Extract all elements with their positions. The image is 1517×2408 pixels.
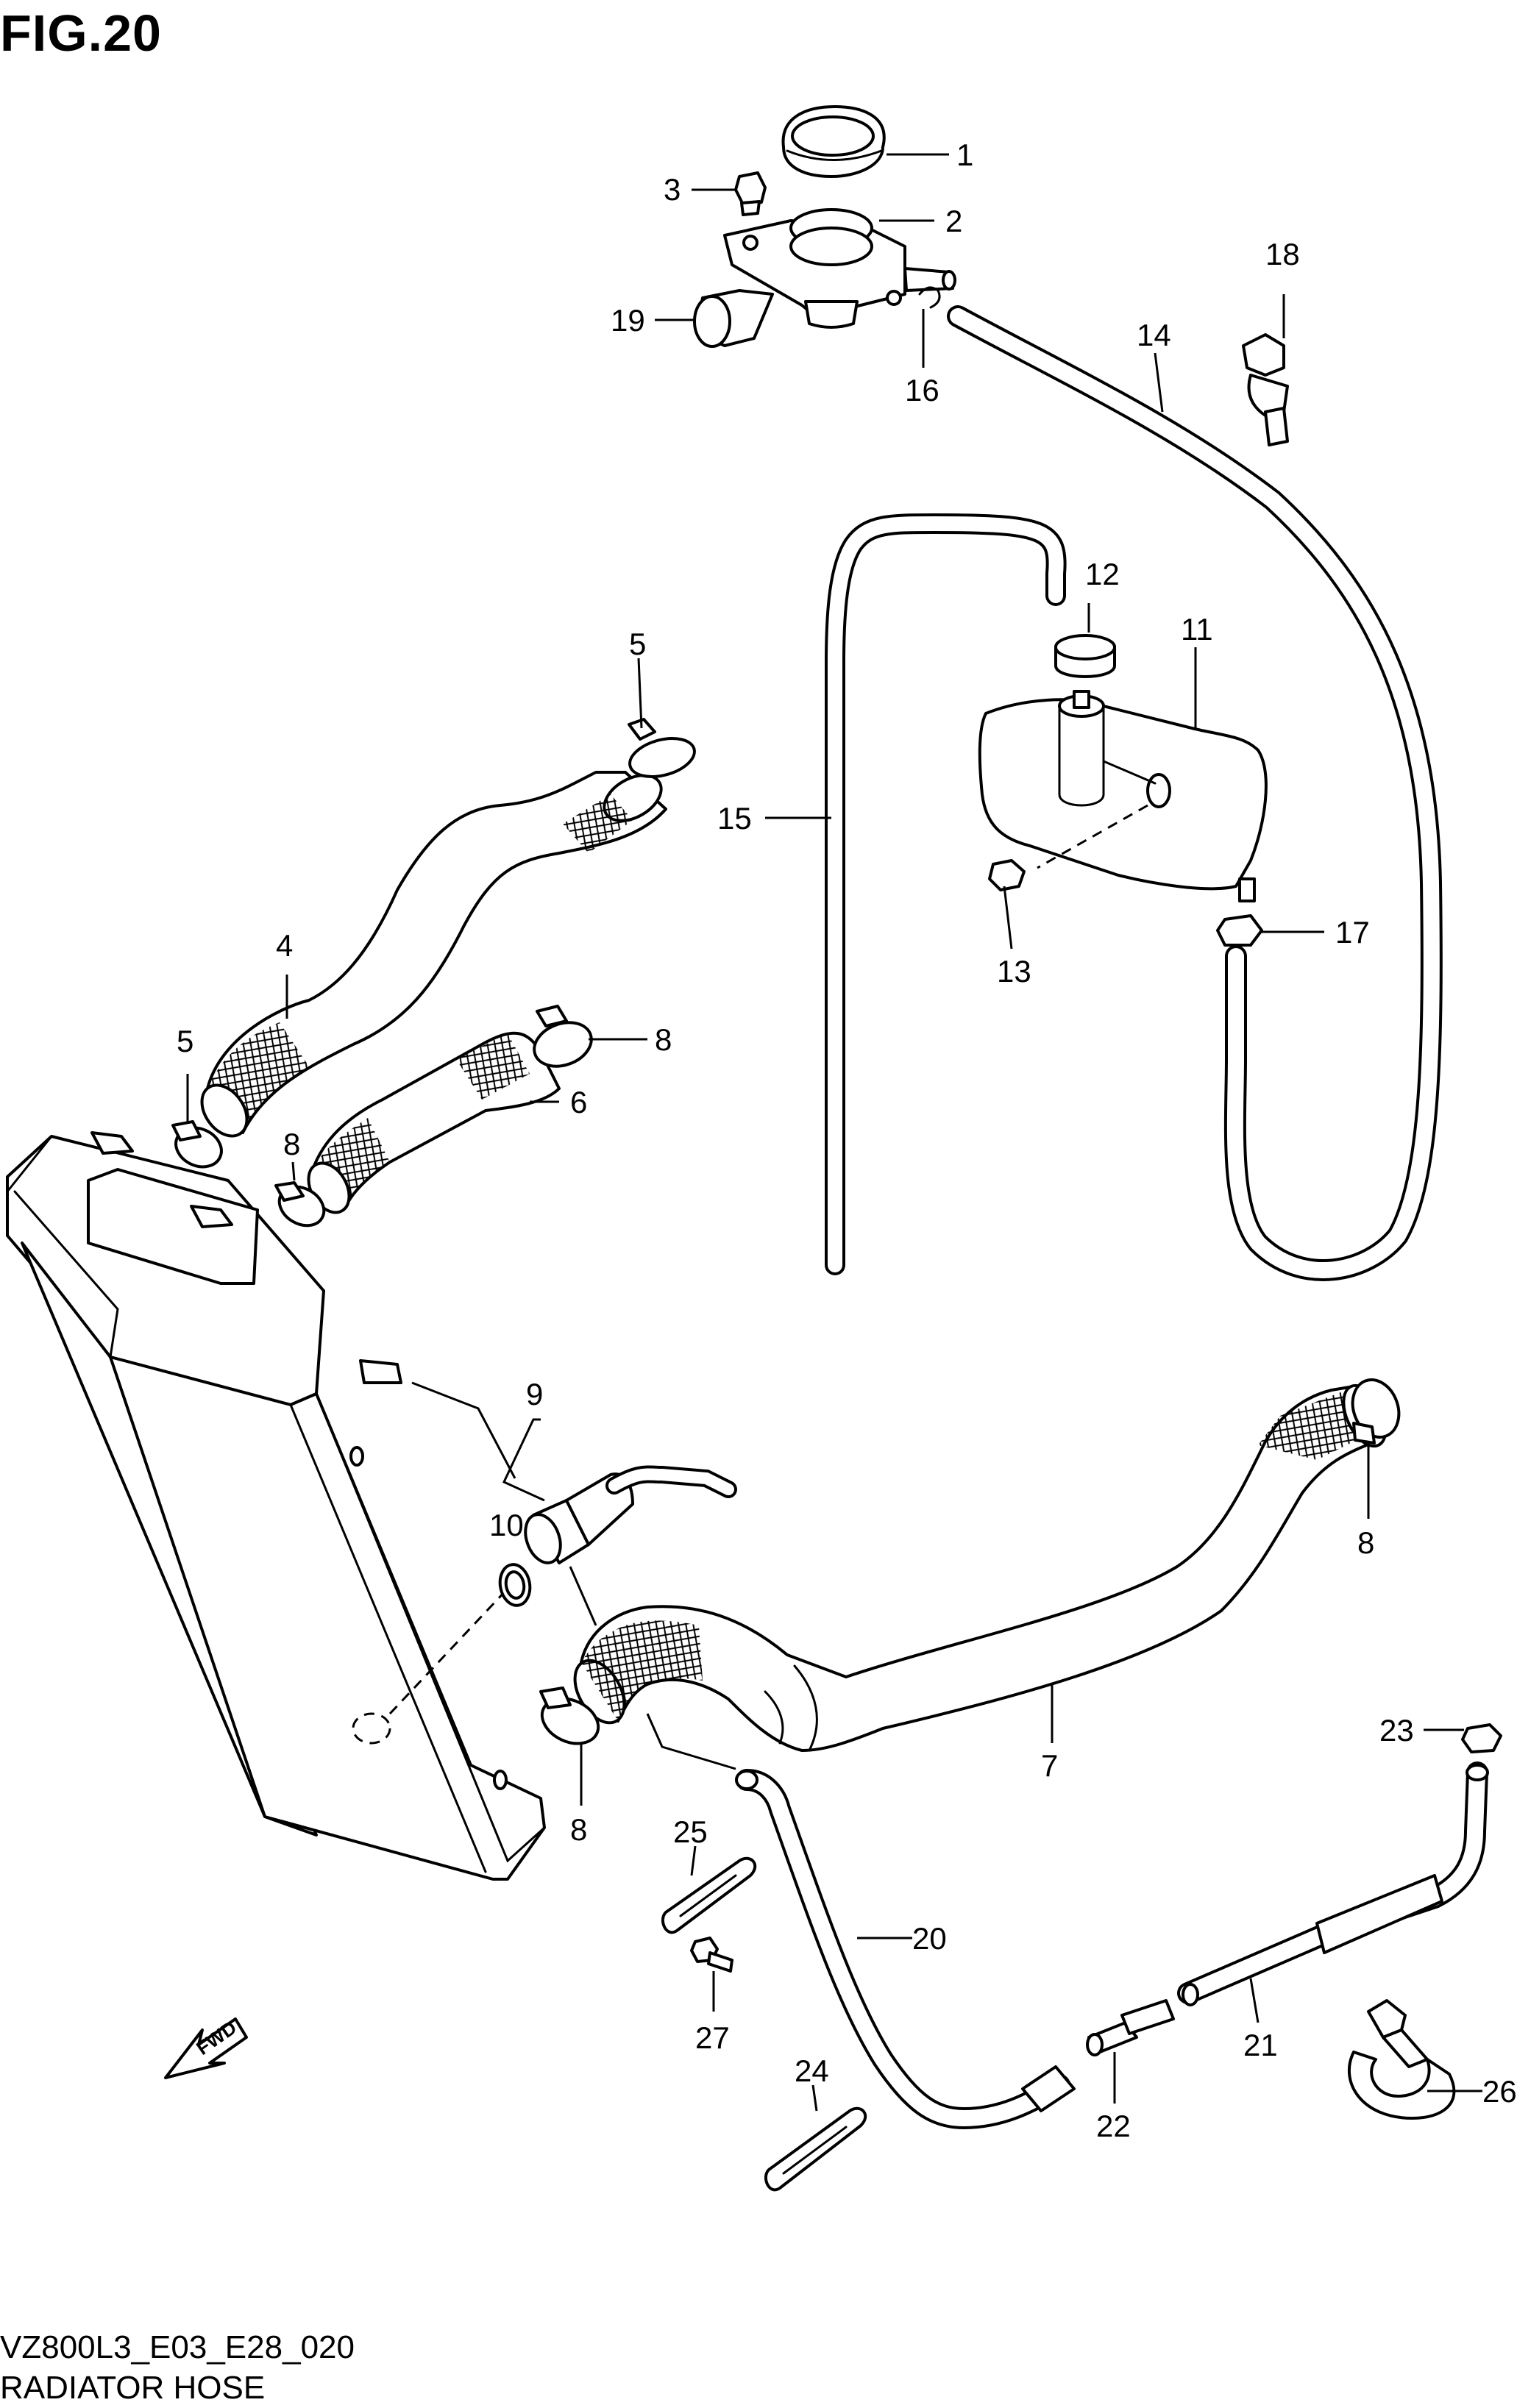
callout-21: 21 <box>1243 2028 1278 2062</box>
callout-18: 18 <box>1265 237 1300 271</box>
bracket-25 <box>661 1856 757 1934</box>
clamp-18 <box>1242 333 1289 446</box>
callout-12: 12 <box>1085 557 1120 591</box>
clamp-5-upper <box>628 718 696 778</box>
bolt <box>734 171 767 216</box>
filler-neck <box>723 208 956 329</box>
leader-switch-hose <box>569 1566 597 1626</box>
reservoir-tank <box>978 690 1268 902</box>
callout-15: 15 <box>717 801 752 836</box>
figure-code: VZ800L3_E03_E28_020 <box>0 2329 355 2365</box>
hose-6 <box>307 1031 561 1214</box>
callout-5-upper: 5 <box>629 627 646 661</box>
callout-labels: 1 2 3 4 5 5 6 7 8 8 8 8 9 10 11 12 13 14… <box>177 138 1517 2143</box>
callout-8-left: 8 <box>283 1127 300 1161</box>
clip-16 <box>918 286 941 309</box>
radiator <box>6 1131 546 1881</box>
callout-14: 14 <box>1137 318 1171 352</box>
callout-5-lower: 5 <box>177 1024 193 1058</box>
callout-22: 22 <box>1096 2109 1131 2143</box>
callout-26: 26 <box>1482 2074 1517 2109</box>
callout-8-right: 8 <box>1357 1525 1374 1560</box>
hose-21 <box>1177 1762 1489 2006</box>
callout-23: 23 <box>1379 1713 1414 1748</box>
callout-25: 25 <box>673 1814 708 1849</box>
callout-8-upper: 8 <box>655 1022 672 1057</box>
leader-hose20 <box>646 1713 736 1770</box>
leader-lines <box>186 153 1482 2112</box>
clamp-8-left <box>274 1181 326 1228</box>
clamp-19 <box>693 289 774 348</box>
leader-radiator-switch <box>411 1381 516 1479</box>
leader-9-bracket <box>502 1418 545 1502</box>
hose-14 <box>947 305 1443 1281</box>
callout-17: 17 <box>1335 915 1370 950</box>
clamp-8-upper <box>533 1005 593 1068</box>
figure-name: RADIATOR HOSE <box>0 2370 266 2406</box>
callout-7: 7 <box>1041 1748 1058 1783</box>
clamp-17 <box>1216 914 1263 947</box>
o-ring <box>498 1563 532 1607</box>
callout-2: 2 <box>945 204 962 238</box>
clamp-26 <box>1347 1999 1456 2120</box>
clamp-8-right <box>1351 1378 1401 1445</box>
callout-6: 6 <box>570 1085 587 1119</box>
hose-7 <box>573 1383 1388 1752</box>
joint-22 <box>1086 1999 1175 2056</box>
hose-20 <box>735 1769 1076 2130</box>
callout-24: 24 <box>795 2053 829 2088</box>
bolt-13 <box>988 859 1026 891</box>
callout-10: 10 <box>489 1508 524 1542</box>
callout-20: 20 <box>912 1921 947 1956</box>
callout-4: 4 <box>276 928 293 963</box>
callout-8-bottom: 8 <box>570 1812 587 1847</box>
callout-13: 13 <box>997 954 1031 989</box>
callout-3: 3 <box>664 172 681 207</box>
bracket-24 <box>764 2106 867 2192</box>
clamp-8-bottom <box>539 1686 600 1745</box>
callout-9: 9 <box>526 1377 543 1411</box>
callout-1: 1 <box>956 138 973 172</box>
bolt-27 <box>690 1937 733 1973</box>
hose-4 <box>200 771 667 1138</box>
clamp-5-lower <box>171 1120 223 1169</box>
clamp-23 <box>1461 1723 1502 1753</box>
callout-16: 16 <box>905 373 939 407</box>
callout-27: 27 <box>695 2020 730 2055</box>
hose-15 <box>825 513 1067 1275</box>
callout-19: 19 <box>611 303 645 338</box>
radiator-cap <box>781 105 886 178</box>
fwd-arrow: FWD <box>164 2016 248 2079</box>
figure-title: FIG.20 <box>0 4 162 62</box>
reservoir-cap <box>1054 634 1116 678</box>
callout-11: 11 <box>1181 612 1213 646</box>
thermo-switch <box>524 1465 737 1564</box>
